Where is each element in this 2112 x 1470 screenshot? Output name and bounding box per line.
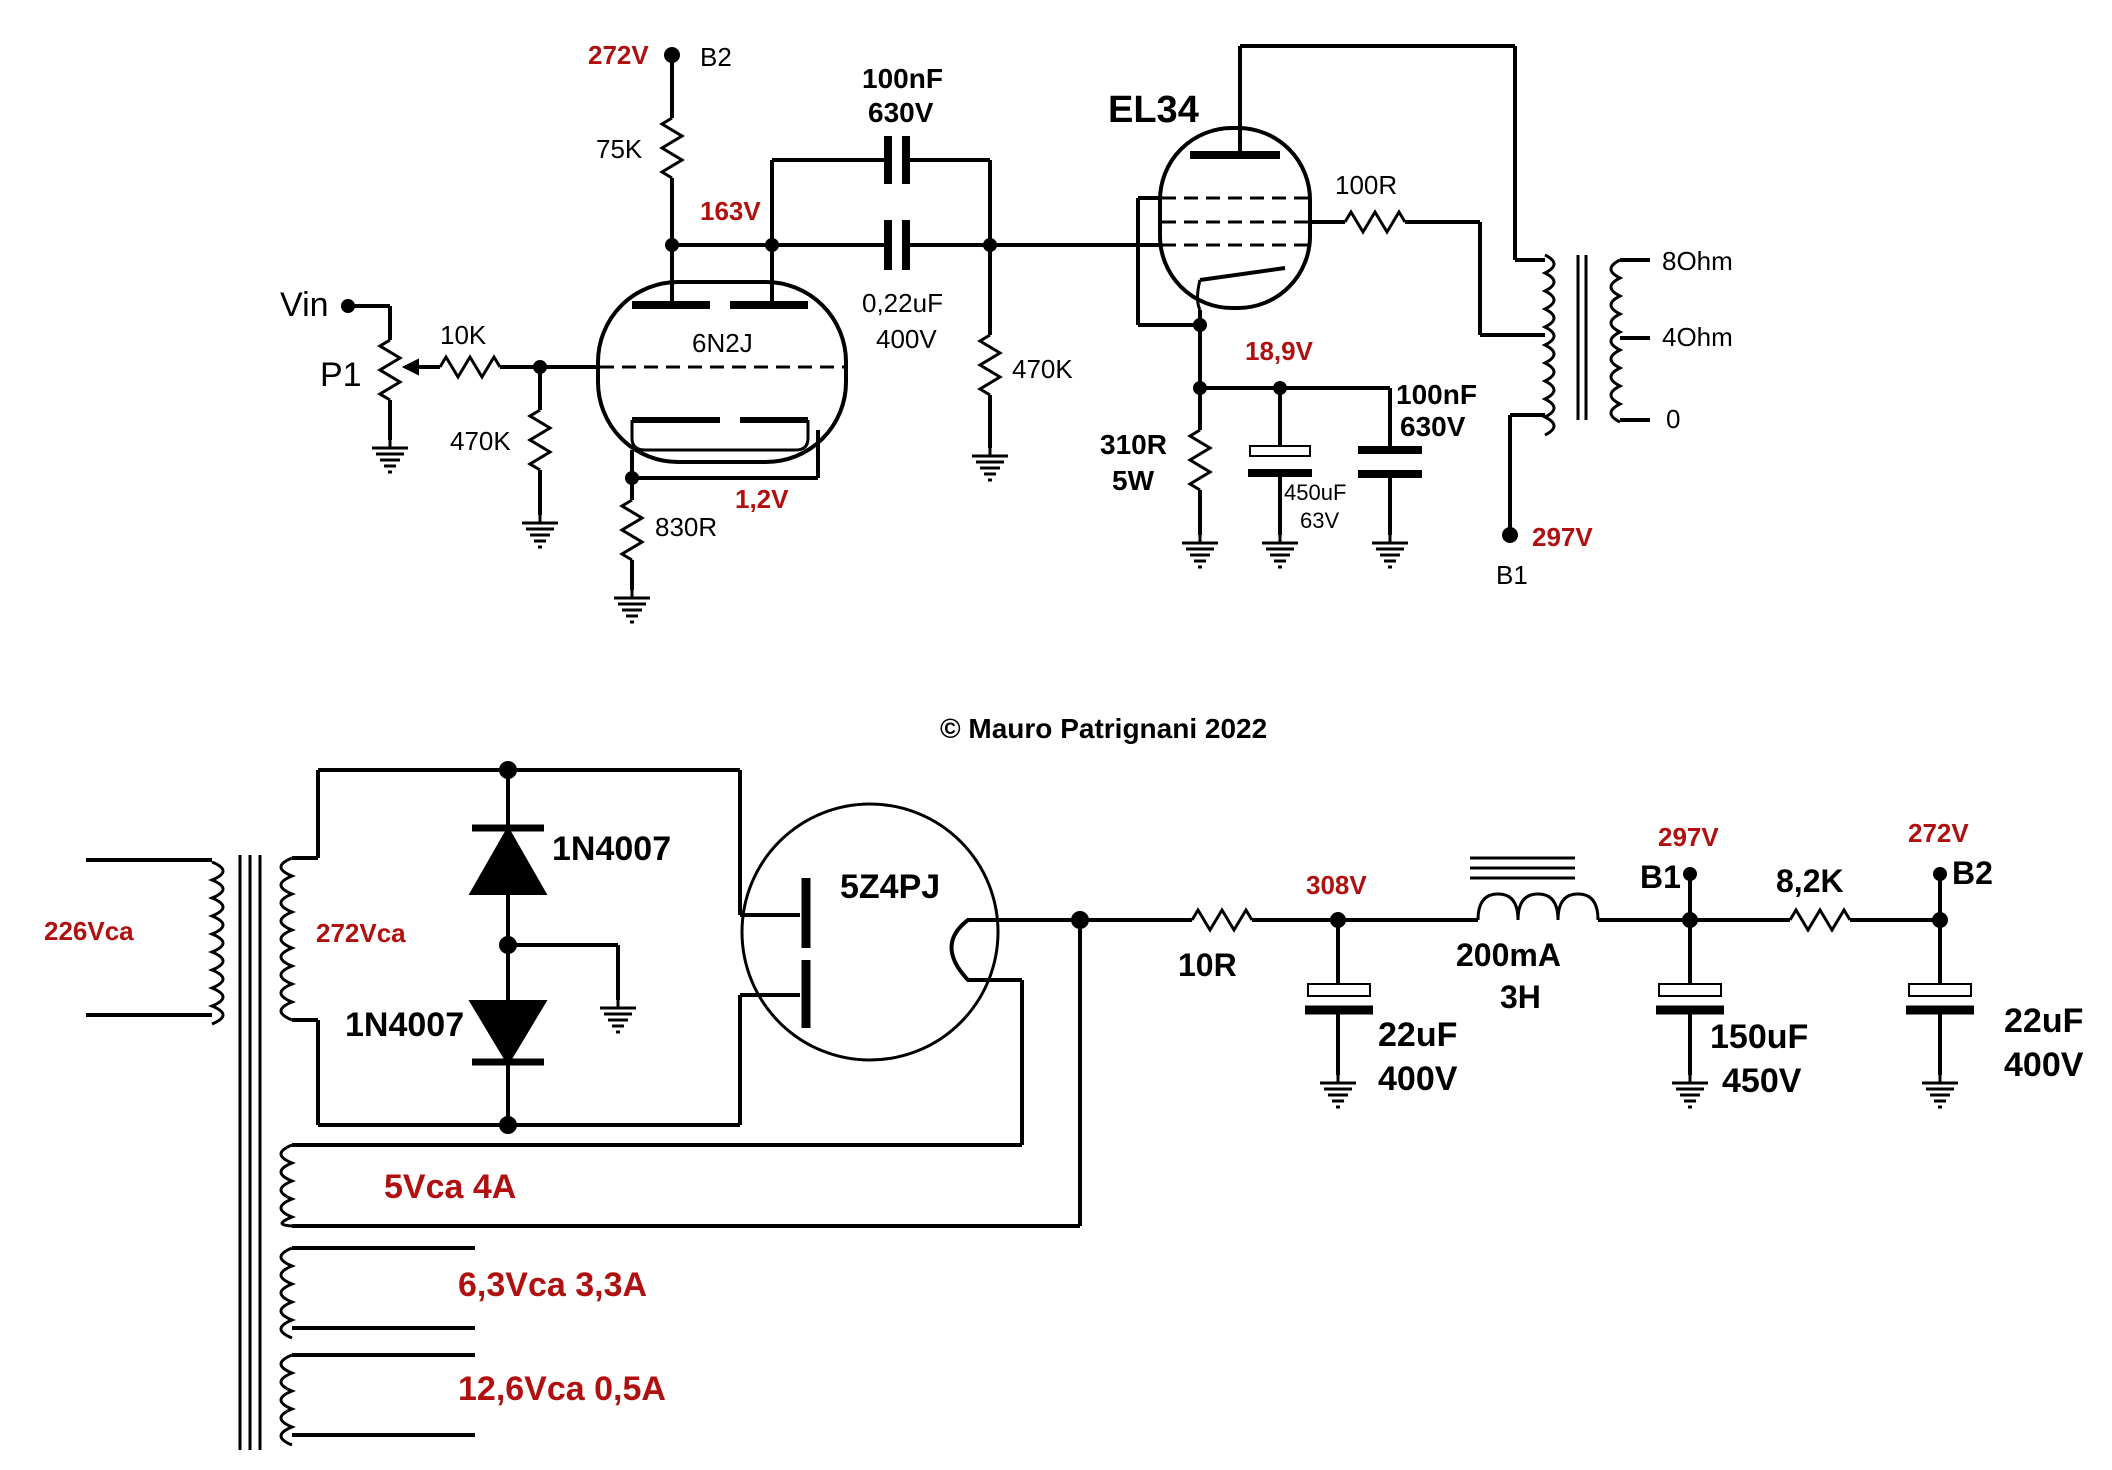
r470k-el34-label: 470K bbox=[1012, 354, 1073, 384]
rectifier-heater-winding bbox=[279, 1143, 296, 1228]
resistor-8k2 bbox=[1788, 907, 1852, 933]
cap150-rating: 450V bbox=[1722, 1062, 1802, 1100]
cap450-rating: 63V bbox=[1300, 508, 1339, 533]
output-transformer-secondary bbox=[1609, 258, 1624, 424]
output-transformer-primary bbox=[1541, 253, 1556, 437]
resistor-310r bbox=[1187, 428, 1213, 492]
potentiometer-p1 bbox=[377, 338, 403, 402]
rectifier-label: 5Z4PJ bbox=[840, 868, 940, 906]
tap-0: 0 bbox=[1666, 404, 1680, 434]
b1-voltage-label: 297V bbox=[1532, 522, 1593, 552]
cathode-voltage-label: 1,2V bbox=[735, 484, 789, 514]
cap100nf2-value: 100nF bbox=[1396, 379, 1477, 410]
r470k-grid-label: 470K bbox=[450, 426, 511, 456]
cap22-rating: 400V bbox=[1378, 1060, 1458, 1098]
resistor-470k-grid bbox=[527, 408, 553, 472]
cap450-value: 450uF bbox=[1284, 480, 1346, 505]
cap100nf2-rating: 630V bbox=[1400, 411, 1466, 442]
rectifier-tube bbox=[740, 802, 1000, 1062]
cap22-value: 22uF bbox=[1378, 1016, 1457, 1054]
plate-voltage-label: 163V bbox=[700, 196, 761, 226]
r82k-label: 8,2K bbox=[1776, 863, 1844, 899]
mains-transformer-primary bbox=[208, 860, 225, 1026]
tap-8ohm: 8Ohm bbox=[1662, 246, 1733, 276]
hv-secondary-voltage: 272Vca bbox=[316, 918, 406, 948]
amplifier-stage bbox=[341, 44, 1650, 590]
ps-b2-label: B2 bbox=[1952, 855, 1993, 891]
diode-top-label: 1N4007 bbox=[552, 830, 671, 868]
diode-bottom-label: 1N4007 bbox=[345, 1006, 464, 1044]
resistor-75k bbox=[659, 116, 685, 180]
hv-secondary bbox=[279, 856, 296, 1022]
heater-63-label: 6,3Vca 3,3A bbox=[458, 1266, 647, 1304]
b2-node-label: B2 bbox=[700, 42, 732, 72]
heater-126-label: 12,6Vca 0,5A bbox=[458, 1370, 666, 1408]
resistor-100r bbox=[1343, 209, 1407, 235]
ps-b1-voltage: 297V bbox=[1658, 822, 1719, 852]
cap100nf-rating: 630V bbox=[868, 97, 934, 128]
v308-label: 308V bbox=[1306, 870, 1367, 900]
pentode-label: EL34 bbox=[1108, 89, 1199, 131]
r830-label: 830R bbox=[655, 512, 717, 542]
ps-b1-label: B1 bbox=[1640, 859, 1681, 895]
cap100nf-value: 100nF bbox=[862, 63, 943, 94]
choke bbox=[1476, 892, 1600, 921]
resistor-10r bbox=[1190, 907, 1254, 933]
r75k-label: 75K bbox=[596, 134, 643, 164]
choke-current: 200mA bbox=[1456, 937, 1561, 973]
diode-bottom bbox=[468, 1000, 548, 1066]
choke-inductance: 3H bbox=[1500, 979, 1541, 1015]
r10k-label: 10K bbox=[440, 320, 487, 350]
resistor-10k bbox=[438, 354, 502, 380]
vin-label: Vin bbox=[280, 286, 329, 324]
cap022-value: 0,22uF bbox=[862, 288, 943, 318]
copyright: © Mauro Patrignani 2022 bbox=[940, 713, 1267, 744]
triode-label: 6N2J bbox=[692, 328, 753, 358]
diode-top bbox=[468, 825, 548, 895]
heater-63-winding bbox=[279, 1246, 296, 1340]
el34-cathode-voltage: 18,9V bbox=[1245, 336, 1314, 366]
power-supply bbox=[86, 761, 1974, 1450]
cap022-rating: 400V bbox=[876, 324, 937, 354]
tap-4ohm: 4Ohm bbox=[1662, 322, 1733, 352]
resistor-830r bbox=[619, 498, 645, 562]
cap150-value: 150uF bbox=[1710, 1018, 1808, 1056]
b2-voltage-label: 272V bbox=[588, 40, 649, 70]
b1-node-label: B1 bbox=[1496, 560, 1528, 590]
resistor-470k-el34-grid bbox=[977, 333, 1003, 397]
cap22b-value: 22uF bbox=[2004, 1002, 2083, 1040]
ps-b2-voltage: 272V bbox=[1908, 818, 1969, 848]
r310-value: 310R bbox=[1100, 429, 1167, 460]
heater-rect-label: 5Vca 4A bbox=[384, 1168, 516, 1206]
primary-voltage: 226Vca bbox=[44, 916, 134, 946]
r310-rating: 5W bbox=[1112, 465, 1155, 496]
r10r-label: 10R bbox=[1178, 947, 1237, 983]
pot-label: P1 bbox=[320, 356, 362, 394]
cap22b-rating: 400V bbox=[2004, 1046, 2084, 1084]
r100-label: 100R bbox=[1335, 170, 1397, 200]
heater-126-winding bbox=[279, 1353, 296, 1447]
